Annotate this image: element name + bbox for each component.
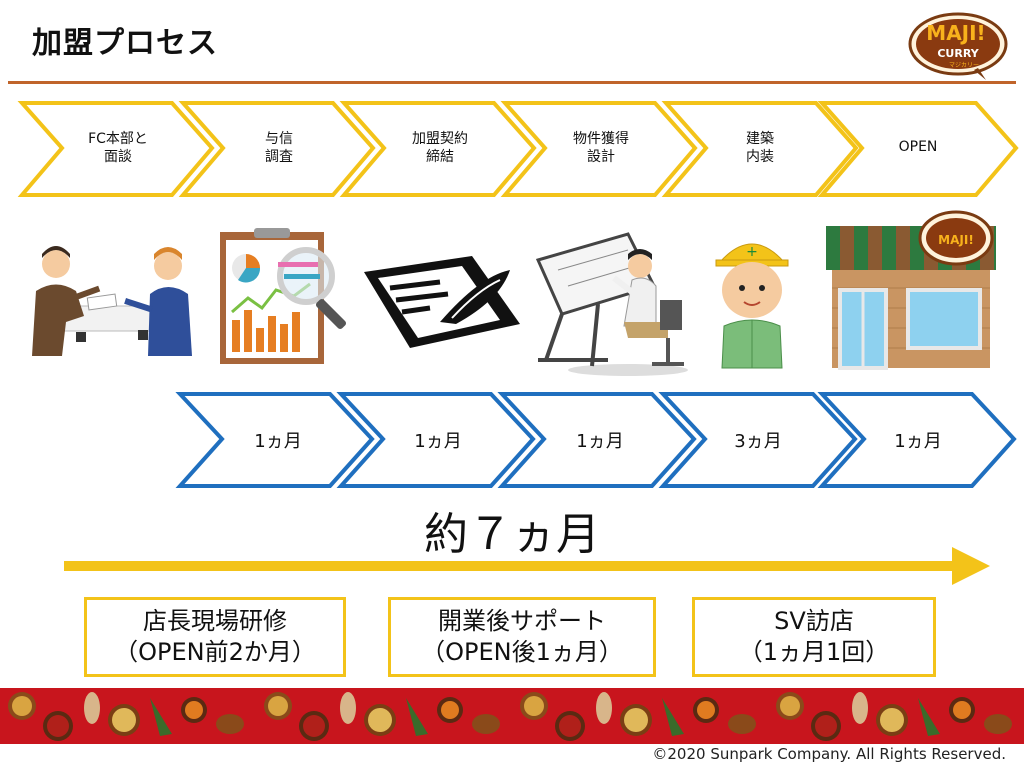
step-label-1: FC本部と面談 [88, 131, 148, 165]
step-chevron-2 [178, 101, 376, 197]
step-label-4: 物件獲得設計 [573, 131, 629, 165]
step-chevron-row: FC本部と面談 与信調査 加盟契約締結 物件獲得設計 建築内装 OPEN [0, 100, 1024, 200]
total-duration-label: 約７ヵ月 [424, 509, 600, 560]
credit-report-illustration [220, 228, 347, 364]
timeline-arrow [64, 547, 990, 585]
shop-logo-word: MAJI! [938, 233, 974, 247]
step-chevrons [17, 101, 1019, 197]
support-box-sv-visit: SV訪店（1ヵ月1回） [692, 597, 936, 677]
logo-small: マジカリー [949, 62, 979, 69]
duration-chevron-3 [497, 392, 697, 488]
duration-chevron-4 [658, 392, 858, 488]
copyright-footer: ©2020 Sunpark Company. All Rights Reserv… [652, 745, 1006, 763]
spice-banner [0, 688, 1024, 744]
svg-text:+: + [746, 244, 758, 260]
step-chevron-6 [817, 101, 1019, 197]
duration-chevrons [175, 392, 1017, 488]
step-label-6: OPEN [898, 139, 938, 155]
duration-label-4: 3ヵ月 [734, 431, 782, 452]
duration-chevron-5 [817, 392, 1017, 488]
duration-label-1: 1ヵ月 [254, 431, 302, 452]
step-chevron-5 [661, 101, 859, 197]
duration-chevron-row: 1ヵ月 1ヵ月 1ヵ月 3ヵ月 1ヵ月 [0, 391, 1024, 491]
logo-word: MAJI! [926, 21, 985, 45]
page-title: 加盟プロセス [32, 26, 218, 61]
title-rule [8, 81, 1016, 84]
support-box-manager-training: 店長現場研修（OPEN前2か月） [84, 597, 346, 677]
construction-worker-illustration: + [715, 243, 789, 369]
meeting-illustration [32, 246, 192, 356]
duration-chevron-1 [175, 392, 375, 488]
logo-sub: CURRY [937, 47, 979, 60]
step-chevron-1 [17, 101, 215, 197]
contract-signing-illustration [364, 256, 520, 348]
duration-chevron-2 [336, 392, 536, 488]
step-label-3: 加盟契約締結 [412, 131, 468, 165]
step-label-5: 建築内装 [746, 131, 774, 165]
duration-label-5: 1ヵ月 [894, 431, 942, 452]
step-label-2: 与信調査 [265, 131, 293, 165]
maji-curry-logo: MAJI! CURRY マジカリー [908, 12, 1008, 80]
duration-label-3: 1ヵ月 [576, 431, 624, 452]
duration-label-2: 1ヵ月 [414, 431, 462, 452]
curry-shop-illustration: MAJI! [826, 210, 996, 370]
step-chevron-4 [500, 101, 698, 197]
architect-drafting-illustration [535, 232, 688, 376]
support-box-post-opening: 開業後サポート（OPEN後1ヵ月） [388, 597, 656, 677]
step-chevron-3 [339, 101, 537, 197]
